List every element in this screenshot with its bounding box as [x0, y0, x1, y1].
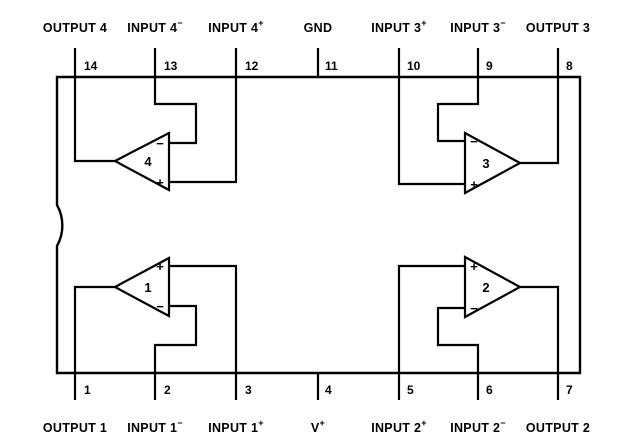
- amp1-number: 1: [144, 280, 151, 295]
- pin-10-number: 10: [407, 59, 421, 73]
- pin-3-label-sup: +: [258, 418, 264, 428]
- amp3-inverting-wire: [436, 77, 480, 143]
- pin-14-label-text: OUTPUT 4: [43, 21, 107, 35]
- pin-8-label: OUTPUT 3: [526, 21, 590, 35]
- pin-3-label-text: INPUT 1: [208, 421, 258, 435]
- pin-1-number: 1: [84, 383, 91, 397]
- pin-3-number: 3: [245, 383, 252, 397]
- pin-12-label-sup: +: [258, 18, 264, 28]
- pin-6-label-text: INPUT 2: [450, 421, 500, 435]
- pin-4-label-sup: +: [320, 418, 326, 428]
- amp1-output-wire: [73, 285, 115, 373]
- pin-10-label-sup: +: [421, 18, 427, 28]
- amp4-triangle: [112, 131, 171, 192]
- amp3-noninverting-wire: [397, 77, 465, 186]
- pin-7-number: 7: [566, 383, 573, 397]
- pin-13-number: 13: [164, 59, 178, 73]
- amp2-number: 2: [482, 280, 489, 295]
- pin-1-label: OUTPUT 1: [43, 421, 107, 435]
- pin-12-number: 12: [245, 59, 259, 73]
- amp1-inverting-wire: [153, 304, 198, 373]
- pin-11-label-text: GND: [304, 21, 333, 35]
- pin-6-number: 6: [486, 383, 493, 397]
- pin-4-label: V+: [311, 418, 325, 435]
- amp2-inverting-wire: [436, 306, 480, 373]
- amp4-inverting-sign: −: [156, 136, 164, 151]
- pin-10-label-text: INPUT 3: [371, 21, 421, 35]
- amp3-output-wire: [520, 77, 560, 165]
- pin-2-label: INPUT 1−: [127, 418, 183, 435]
- amp1-noninverting-wire: [169, 264, 238, 373]
- amp3-triangle: [463, 131, 523, 195]
- pin-8-label-text: OUTPUT 3: [526, 21, 590, 35]
- pin-5-label-sup: +: [421, 418, 427, 428]
- amp3-noninverting-sign: +: [470, 177, 478, 192]
- amp2-output-wire: [520, 285, 560, 373]
- amp2-noninverting-sign: +: [470, 259, 478, 274]
- pin-9-label-text: INPUT 3: [450, 21, 500, 35]
- pin-13-label-text: INPUT 4: [127, 21, 177, 35]
- amp4-inverting-wire: [153, 77, 198, 145]
- amp1-triangle: [112, 256, 171, 318]
- pin-9-label: INPUT 3−: [450, 18, 506, 35]
- pin-7-label: OUTPUT 2: [526, 421, 590, 435]
- pin-8-number: 8: [566, 59, 573, 73]
- amp2-inverting-sign: −: [470, 301, 478, 316]
- pin-4-label-text: V: [311, 421, 320, 435]
- amp3-number: 3: [482, 156, 489, 171]
- package-body: [55, 75, 582, 375]
- pin-2-label-sup: −: [177, 418, 183, 428]
- amp2-noninverting-wire: [397, 264, 465, 373]
- pin-10-label: INPUT 3+: [371, 18, 427, 35]
- pin-14-number: 14: [84, 59, 98, 73]
- pin-6-label: INPUT 2−: [450, 418, 506, 435]
- pin-5-label: INPUT 2+: [371, 418, 427, 435]
- pin-6-label-sup: −: [500, 418, 506, 428]
- pin-2-label-text: INPUT 1: [127, 421, 177, 435]
- pin-3-label: INPUT 1+: [208, 418, 264, 435]
- pin-12-label-text: INPUT 4: [208, 21, 258, 35]
- pin-13-label: INPUT 4−: [127, 18, 183, 35]
- pin-11-label: GND: [304, 21, 333, 35]
- pin-14-label: OUTPUT 4: [43, 21, 107, 35]
- pin-9-number: 9: [486, 59, 493, 73]
- amp4-noninverting-sign: +: [156, 175, 164, 190]
- pin-4-number: 4: [325, 383, 332, 397]
- amp2-triangle: [463, 255, 523, 319]
- pin-2-number: 2: [164, 383, 171, 397]
- amp4-output-wire: [73, 77, 115, 163]
- amp1-noninverting-sign: +: [156, 259, 164, 274]
- pin-7-label-text: OUTPUT 2: [526, 421, 590, 435]
- amp4-number: 4: [144, 154, 152, 169]
- pin-13-label-sup: −: [177, 18, 183, 28]
- amp4-noninverting-wire: [169, 77, 238, 184]
- pin-5-number: 5: [407, 383, 414, 397]
- pin-12-label: INPUT 4+: [208, 18, 264, 35]
- pin-9-label-sup: −: [500, 18, 506, 28]
- amp1-inverting-sign: −: [156, 299, 164, 314]
- pin-1-label-text: OUTPUT 1: [43, 421, 107, 435]
- amp3-inverting-sign: −: [470, 134, 478, 149]
- pin-11-number: 11: [325, 59, 338, 73]
- pin-5-label-text: INPUT 2: [371, 421, 421, 435]
